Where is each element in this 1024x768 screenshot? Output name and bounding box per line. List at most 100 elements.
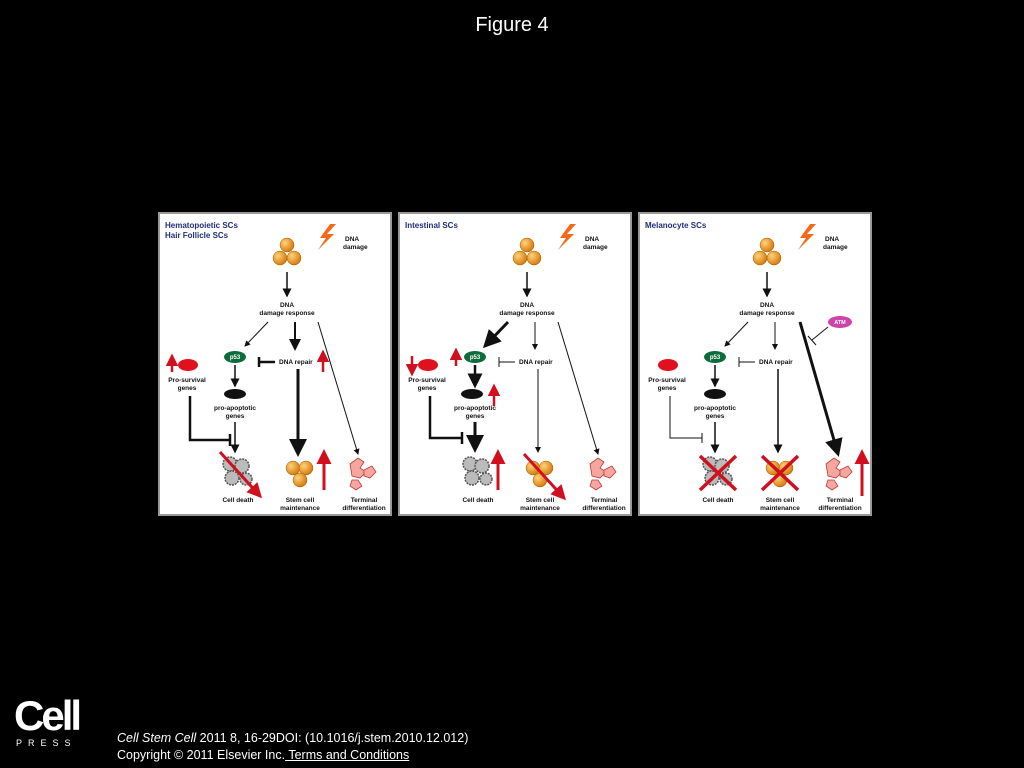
lightning-icon	[798, 224, 816, 250]
ddr-label: DNA	[520, 302, 534, 309]
pro-survival-node	[658, 359, 678, 371]
pro-apoptotic-label: pro-apoptotic	[214, 405, 256, 412]
cross-icon	[760, 454, 800, 492]
p53-label: p53	[230, 355, 241, 361]
p53-label: p53	[710, 355, 721, 361]
pro-survival-node	[178, 359, 198, 371]
dna-repair-label: DNA repair	[759, 359, 793, 366]
dead-cell-cluster	[462, 456, 493, 486]
arrow-ddr-p53	[482, 320, 510, 349]
terminal-diff-label-2: differentiation	[342, 505, 385, 512]
dna-damage-label: DNA	[585, 236, 599, 243]
pro-survival-label: Pro-survival	[408, 377, 446, 384]
stem-cell-cluster	[272, 237, 302, 266]
ddr-label: DNA	[280, 302, 294, 309]
panel-intestinal-diagram: Intestinal SCs DNA damage DNA damage res…	[405, 221, 626, 512]
panel-hematopoietic: Hematopoietic SCs Hair Follicle SCs DNA …	[158, 212, 392, 516]
arrow-ddr-differentiation	[317, 321, 360, 455]
p53-label: p53	[470, 355, 481, 361]
cell-press-logo: Cell PRESS	[14, 694, 88, 752]
stem-cell-cluster	[752, 237, 782, 266]
dna-repair-label: DNA repair	[279, 359, 313, 366]
panel-title-line1: Hematopoietic SCs	[165, 221, 238, 230]
p53-node	[464, 351, 486, 363]
arrow-ddr-p53	[244, 321, 269, 347]
dna-repair-label: DNA repair	[519, 359, 553, 366]
pro-survival-label: Pro-survival	[168, 377, 206, 384]
arrow-ddr-differentiation	[557, 321, 600, 455]
terminal-diff-label: Terminal	[591, 497, 618, 504]
inhibit-prosurvival-death	[669, 396, 702, 439]
pro-apoptotic-node	[461, 389, 483, 399]
differentiated-cells	[589, 457, 617, 491]
terminal-diff-label: Terminal	[351, 497, 378, 504]
red-down-arrow-cell-death	[218, 450, 263, 499]
atm-label: ATM	[834, 320, 846, 326]
stem-maintenance-label-2: maintenance	[520, 505, 560, 512]
pro-apoptotic-label-2: genes	[226, 413, 245, 420]
differentiated-cells	[349, 457, 377, 491]
stem-maintenance-label-2: maintenance	[280, 505, 320, 512]
pro-apoptotic-label: pro-apoptotic	[454, 405, 496, 412]
maintained-stem-cells	[285, 460, 314, 488]
figure-title: Figure 4	[475, 14, 549, 36]
logo-word: Cell	[14, 692, 82, 739]
maintained-stem-cells	[525, 460, 554, 488]
panel-melanocyte: Melanocyte SCs DNA damage DNA damage res…	[638, 212, 872, 516]
stem-maintenance-label: Stem cell	[286, 497, 315, 504]
ddr-label: DNA	[760, 302, 774, 309]
citation: Cell Stem Cell 2011 8, 16-29DOI: (10.101…	[117, 731, 468, 745]
journal-name: Cell Stem Cell	[117, 731, 197, 745]
copyright-text: Copyright © 2011 Elsevier Inc.	[117, 748, 286, 762]
differentiated-cells	[825, 457, 853, 491]
ddr-label-2: damage response	[499, 310, 555, 317]
dna-damage-label: DNA	[825, 236, 839, 243]
dna-damage-label-2: damage	[343, 244, 368, 251]
p53-node	[704, 351, 726, 363]
lightning-icon	[558, 224, 576, 250]
pro-survival-node	[418, 359, 438, 371]
arrow-ddr-differentiation	[798, 321, 843, 457]
dna-damage-label-2: damage	[583, 244, 608, 251]
pro-apoptotic-node	[224, 389, 246, 399]
panel-intestinal: Intestinal SCs DNA damage DNA damage res…	[398, 212, 632, 516]
panel-title-line1: Intestinal SCs	[405, 221, 458, 230]
pro-survival-label-2: genes	[178, 385, 197, 392]
red-down-arrow-stem	[522, 452, 567, 501]
panel-hematopoietic-diagram: Hematopoietic SCs Hair Follicle SCs DNA …	[165, 221, 386, 512]
p53-node	[224, 351, 246, 363]
inhibit-atm	[811, 326, 829, 341]
inhibit-prosurvival-death	[188, 396, 230, 442]
inhibit-prosurvival-death	[428, 396, 462, 440]
pro-apoptotic-label-2: genes	[706, 413, 725, 420]
cell-death-label: Cell death	[462, 497, 493, 504]
pro-survival-label-2: genes	[658, 385, 677, 392]
stem-maintenance-label: Stem cell	[526, 497, 555, 504]
dna-damage-label: DNA	[345, 236, 359, 243]
pro-survival-label-2: genes	[418, 385, 437, 392]
dna-damage-label-2: damage	[823, 244, 848, 251]
logo-sub: PRESS	[16, 738, 77, 748]
pro-apoptotic-node	[704, 389, 726, 399]
panel-melanocyte-diagram: Melanocyte SCs DNA damage DNA damage res…	[645, 221, 870, 512]
copyright-line: Copyright © 2011 Elsevier Inc. Terms and…	[117, 748, 409, 762]
cell-death-label: Cell death	[702, 497, 733, 504]
panel-title-line2: Hair Follicle SCs	[165, 231, 229, 240]
pro-apoptotic-label-2: genes	[466, 413, 485, 420]
terms-link[interactable]: Terms and Conditions	[285, 748, 410, 762]
pro-apoptotic-label: pro-apoptotic	[694, 405, 736, 412]
cell-death-label: Cell death	[222, 497, 253, 504]
pro-survival-label: Pro-survival	[648, 377, 686, 384]
stem-maintenance-label-2: maintenance	[760, 505, 800, 512]
terminal-diff-label-2: differentiation	[818, 505, 861, 512]
figure: Hematopoietic SCs Hair Follicle SCs DNA …	[158, 212, 872, 516]
lightning-icon	[318, 224, 336, 250]
ddr-label-2: damage response	[259, 310, 315, 317]
ddr-label-2: damage response	[739, 310, 795, 317]
terminal-diff-label: Terminal	[827, 497, 854, 504]
arrow-ddr-p53	[724, 321, 749, 347]
citation-details: 2011 8, 16-29DOI: (10.1016/j.stem.2010.1…	[196, 731, 469, 745]
terminal-diff-label-2: differentiation	[582, 505, 625, 512]
cross-icon	[698, 454, 738, 492]
stem-cell-cluster	[512, 237, 542, 266]
